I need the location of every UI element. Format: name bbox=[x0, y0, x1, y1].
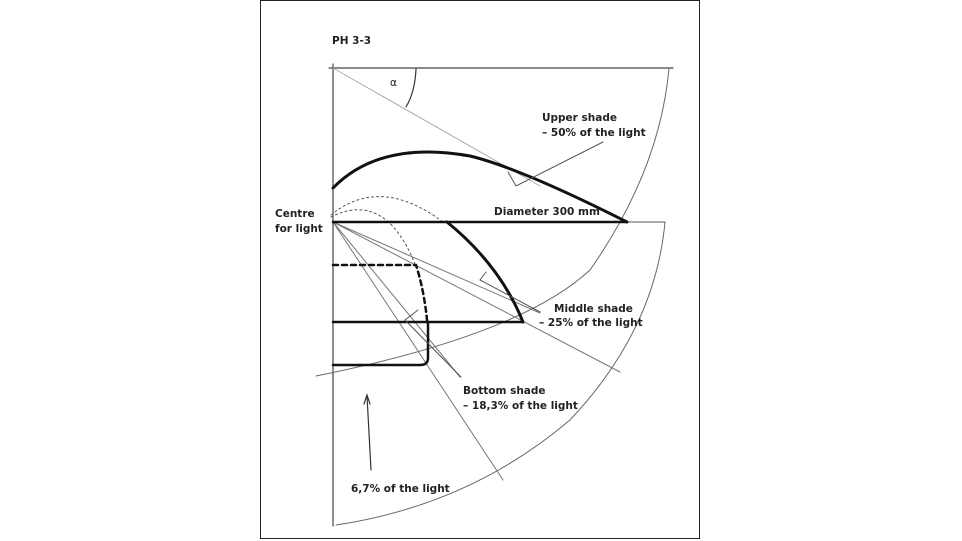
upper-shade-pct: – 50% of the light bbox=[542, 127, 646, 139]
direct-light-arrow bbox=[366, 395, 372, 471]
alpha-label: α bbox=[390, 77, 397, 89]
direct-light-label: 6,7% of the light bbox=[351, 483, 450, 495]
dotted-arc bbox=[330, 209, 416, 265]
middle-shade-label: Middle shade bbox=[554, 303, 633, 315]
diagram-title: PH 3-3 bbox=[332, 35, 372, 47]
inner-arc bbox=[315, 67, 670, 377]
bottom-leader bbox=[404, 309, 462, 378]
upper-shade bbox=[331, 150, 629, 224]
alpha-arc bbox=[405, 68, 417, 108]
middle-shade-pct: – 25% of the light bbox=[539, 317, 643, 329]
middle-leader bbox=[479, 271, 541, 313]
bottom-shade bbox=[331, 320, 430, 367]
centre-label-2: for light bbox=[275, 223, 323, 235]
ray bbox=[332, 221, 461, 378]
upper-leader bbox=[507, 141, 604, 187]
centre-label-1: Centre bbox=[275, 208, 315, 220]
ray bbox=[332, 221, 621, 373]
upper-shade-label: Upper shade bbox=[542, 112, 617, 124]
arrow-head bbox=[363, 393, 371, 405]
bottom-shade-label: Bottom shade bbox=[463, 385, 546, 397]
ray bbox=[332, 221, 504, 481]
diameter-label: Diameter 300 mm bbox=[494, 206, 600, 218]
bottom-shade-pct: – 18,3% of the light bbox=[463, 400, 578, 412]
dashed-shade bbox=[331, 263, 429, 322]
middle-shade bbox=[445, 220, 525, 324]
dotted-arc bbox=[330, 196, 444, 223]
outer-arc bbox=[335, 221, 666, 526]
ray bbox=[332, 221, 541, 314]
